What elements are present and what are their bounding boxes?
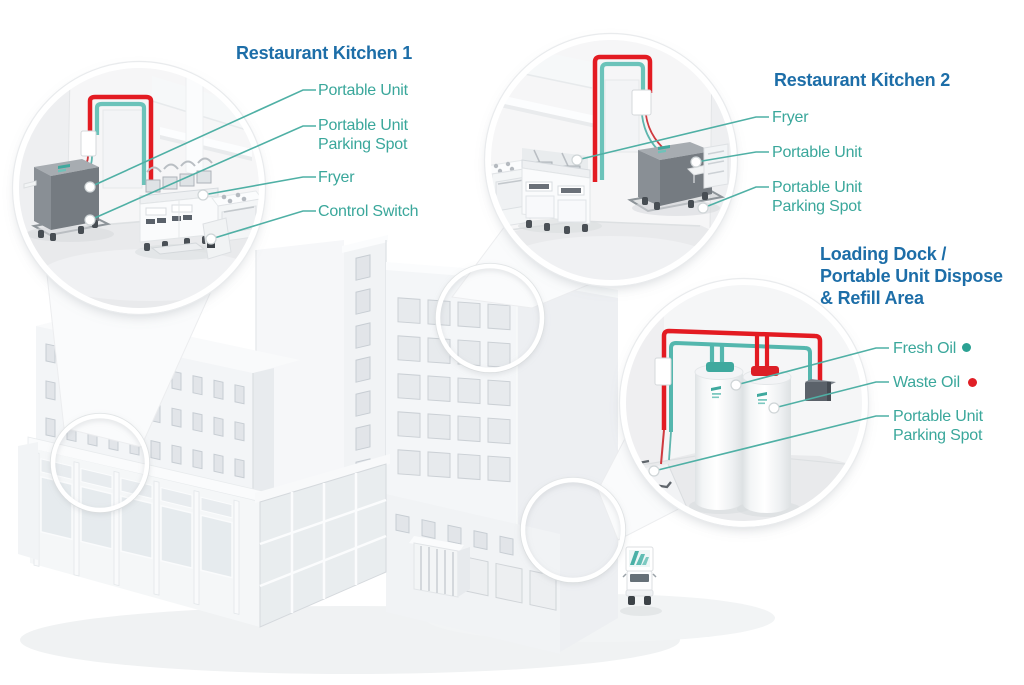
leader-k2-portable-unit (695, 151, 769, 163)
leader-ld-waste-oil (773, 381, 889, 409)
anchor-dot-icon (84, 181, 96, 193)
kitchen2-title: Restaurant Kitchen 2 (774, 70, 951, 90)
kitchen2-source-circle (434, 262, 546, 374)
stove-k1 (211, 190, 260, 243)
leader-k2-fryer (576, 116, 769, 161)
kitchen1-circle (11, 60, 267, 316)
leader-k1-parking-spot (89, 125, 316, 221)
anchor-dots (84, 154, 780, 477)
anchor-dot-icon (205, 233, 217, 245)
waste-oil-dot-icon (968, 378, 977, 387)
fresh-oil-pipe-ld (669, 340, 812, 432)
anchor-dot-icon (648, 465, 660, 477)
anchor-dot-icon (84, 214, 96, 226)
anchor-dot-icon (197, 189, 209, 201)
waste-oil-pipe-ld (661, 328, 823, 430)
wall-box-ld (654, 357, 672, 386)
control-switch-box-k2 (631, 89, 652, 116)
fresh-oil-pipe-k2 (599, 61, 646, 180)
anchor-dot-icon (571, 154, 583, 166)
leader-ld-parking-spot (653, 415, 889, 472)
loading-dock-title: Loading Dock / Portable Unit Dispose & R… (820, 244, 1003, 308)
storefront-glass (33, 451, 240, 615)
leader-k1-portable-unit (89, 89, 316, 188)
leader-lines (89, 89, 889, 472)
building (18, 235, 775, 674)
zoom-source-circles (49, 262, 627, 584)
kitchen1-label-portable-unit: Portable Unit (318, 82, 408, 99)
kitchen2-label-fryer: Fryer (772, 109, 809, 126)
control-switch-box (80, 130, 97, 157)
leader-ld-fresh-oil (735, 347, 889, 386)
kitchen1-label-control-switch: Control Switch (318, 203, 419, 220)
stove-k2 (488, 159, 531, 229)
anchor-dot-icon (697, 202, 709, 214)
loading-dock-label-fresh-oil: Fresh Oil (893, 340, 957, 357)
leader-k2-parking-spot (702, 186, 769, 209)
waste-oil-pipe-k2 (592, 54, 653, 182)
fresh-oil-tank (694, 362, 744, 510)
kitchen1-scene (18, 67, 260, 309)
fryer-k2 (518, 148, 602, 234)
kitchen2-label-portable-unit: Portable Unit (772, 144, 862, 161)
fresh-oil-pipe-k1 (94, 101, 147, 185)
loading-dock-label-parking-spot: Portable Unit Parking Spot (893, 408, 983, 444)
loading-dock-circle (618, 277, 870, 529)
loading-dock-source-circle (519, 476, 627, 584)
anchor-dot-icon (690, 156, 702, 168)
fresh-oil-dot-icon (962, 343, 971, 352)
leader-k1-control-switch (210, 210, 316, 240)
kitchen1-label-fryer: Fryer (318, 169, 355, 186)
kitchen1-title: Restaurant Kitchen 1 (236, 43, 413, 63)
kitchen1-label-parking-spot: Portable Unit Parking Spot (318, 117, 408, 153)
leader-k1-fryer (202, 176, 316, 196)
waste-oil-pipe-k1 (87, 94, 154, 187)
loading-dock-label-waste-oil: Waste Oil (893, 374, 960, 391)
entrance (409, 536, 470, 598)
drawer-unit-k2 (703, 143, 729, 189)
delivery-truck (620, 546, 662, 616)
kitchen1-source-circle (49, 412, 151, 514)
anchor-dot-icon (730, 379, 742, 391)
kitchen2-label-parking-spot: Portable Unit Parking Spot (772, 179, 862, 215)
anchor-dot-icon (768, 402, 780, 414)
glassbox-mullions (259, 473, 387, 613)
waste-box-ld (805, 379, 836, 401)
